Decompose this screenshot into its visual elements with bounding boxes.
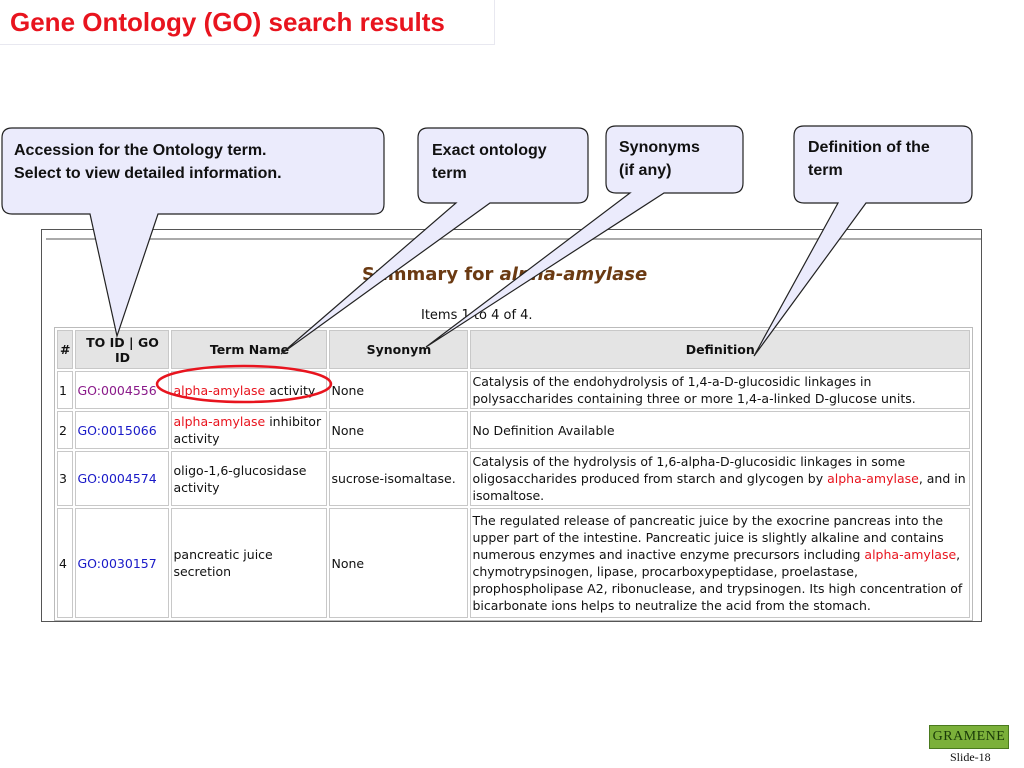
row-term-name: alpha-amylase activity bbox=[171, 371, 328, 409]
term-callout-line2: term bbox=[432, 165, 467, 182]
row-definition: Catalysis of the hydrolysis of 1,6-alpha… bbox=[470, 451, 970, 506]
summary-title-prefix: Summary for bbox=[362, 264, 500, 285]
results-table: # TO ID | GO ID Term Name Synonym Defini… bbox=[54, 327, 973, 621]
table-row: 2 GO:0015066 alpha-amylase inhibitor act… bbox=[57, 411, 970, 449]
definition-text: No Definition Available bbox=[472, 422, 615, 438]
term-callout-line1: Exact ontology bbox=[432, 142, 547, 159]
divider bbox=[46, 238, 981, 240]
term-text: inhibitor activity bbox=[173, 414, 322, 446]
synonym-callout-line2: (if any) bbox=[619, 162, 672, 179]
header-term-name[interactable]: Term Name bbox=[171, 330, 328, 369]
definition-text-end: , and in isomaltose. bbox=[472, 471, 966, 503]
row-synonym: sucrose-isomaltase. bbox=[329, 451, 469, 506]
row-go-id: GO:0015066 bbox=[75, 411, 170, 449]
term-highlight: alpha-amylase bbox=[173, 414, 266, 429]
definition-highlight: alpha-amylase bbox=[827, 471, 919, 486]
row-num: 4 bbox=[57, 508, 74, 618]
header-synonym[interactable]: Synonym bbox=[329, 330, 469, 369]
definition-text: Catalysis of the hydrolysis of 1,6-alpha… bbox=[472, 454, 906, 486]
row-go-id: GO:0030157 bbox=[75, 508, 170, 618]
row-synonym: None bbox=[329, 508, 469, 618]
row-num: 1 bbox=[57, 371, 74, 409]
summary-title: Summary for alpha-amylase bbox=[362, 264, 962, 285]
term-highlight: alpha-amylase bbox=[173, 382, 266, 398]
term-text: oligo-1,6-glucosidase activity bbox=[173, 462, 307, 495]
row-go-id: GO:0004556 bbox=[75, 371, 170, 409]
gramene-logo: GRAMENE bbox=[929, 725, 1009, 749]
row-term-name: alpha-amylase inhibitor activity bbox=[171, 411, 328, 449]
term-text: pancreatic juice secretion bbox=[173, 547, 273, 579]
go-id-link[interactable]: GO:0030157 bbox=[77, 555, 157, 571]
slide-title: Gene Ontology (GO) search results bbox=[0, 0, 494, 44]
row-definition: The regulated release of pancreatic juic… bbox=[470, 508, 970, 618]
accession-callout-line2: Select to view detailed information. bbox=[14, 165, 282, 182]
go-id-link[interactable]: GO:0004556 bbox=[77, 382, 157, 398]
term-callout-text: Exact ontology term bbox=[432, 139, 547, 185]
table-row: 1 GO:0004556 alpha-amylase activity None… bbox=[57, 371, 970, 409]
row-num: 2 bbox=[57, 411, 74, 449]
items-count: Items 1 to 4 of 4. bbox=[421, 308, 533, 323]
row-term-name: pancreatic juice secretion bbox=[171, 508, 328, 618]
definition-callout-line2: term bbox=[808, 162, 843, 179]
header-num[interactable]: # bbox=[57, 330, 74, 369]
slide-number: Slide-18 bbox=[950, 750, 991, 764]
accession-callout-line1: Accession for the Ontology term. bbox=[14, 142, 267, 159]
row-definition: No Definition Available bbox=[470, 411, 970, 449]
table-row: 4 GO:0030157 pancreatic juice secretion … bbox=[57, 508, 970, 618]
row-synonym: None bbox=[329, 411, 469, 449]
row-synonym: None bbox=[329, 371, 469, 409]
go-id-link[interactable]: GO:0004574 bbox=[77, 471, 157, 486]
go-results-screenshot: Summary for alpha-amylase Items 1 to 4 o… bbox=[41, 229, 982, 622]
definition-text-end: , chymotrypsinogen, lipase, procarboxype… bbox=[472, 547, 963, 613]
definition-highlight: alpha-amylase bbox=[864, 547, 957, 562]
definition-text: The regulated release of pancreatic juic… bbox=[472, 513, 944, 562]
definition-callout-line1: Definition of the bbox=[808, 139, 930, 156]
table-header-row: # TO ID | GO ID Term Name Synonym Defini… bbox=[57, 330, 970, 369]
table-row: 3 GO:0004574 oligo-1,6-glucosidase activ… bbox=[57, 451, 970, 506]
row-num: 3 bbox=[57, 451, 74, 506]
synonym-callout-line1: Synonyms bbox=[619, 139, 700, 156]
row-go-id: GO:0004574 bbox=[75, 451, 170, 506]
term-text: activity bbox=[265, 382, 316, 398]
header-definition[interactable]: Definition bbox=[470, 330, 970, 369]
definition-text: Catalysis of the endohydrolysis of 1,4-a… bbox=[472, 374, 916, 406]
row-definition: Catalysis of the endohydrolysis of 1,4-a… bbox=[470, 371, 970, 409]
go-id-link[interactable]: GO:0015066 bbox=[77, 422, 157, 438]
row-term-name: oligo-1,6-glucosidase activity bbox=[171, 451, 328, 506]
header-go-id[interactable]: TO ID | GO ID bbox=[75, 330, 170, 369]
definition-callout-text: Definition of the term bbox=[808, 136, 930, 182]
summary-title-term: alpha-amylase bbox=[499, 264, 648, 285]
synonym-callout-text: Synonyms (if any) bbox=[619, 136, 700, 182]
accession-callout-text: Accession for the Ontology term. Select … bbox=[14, 139, 282, 185]
